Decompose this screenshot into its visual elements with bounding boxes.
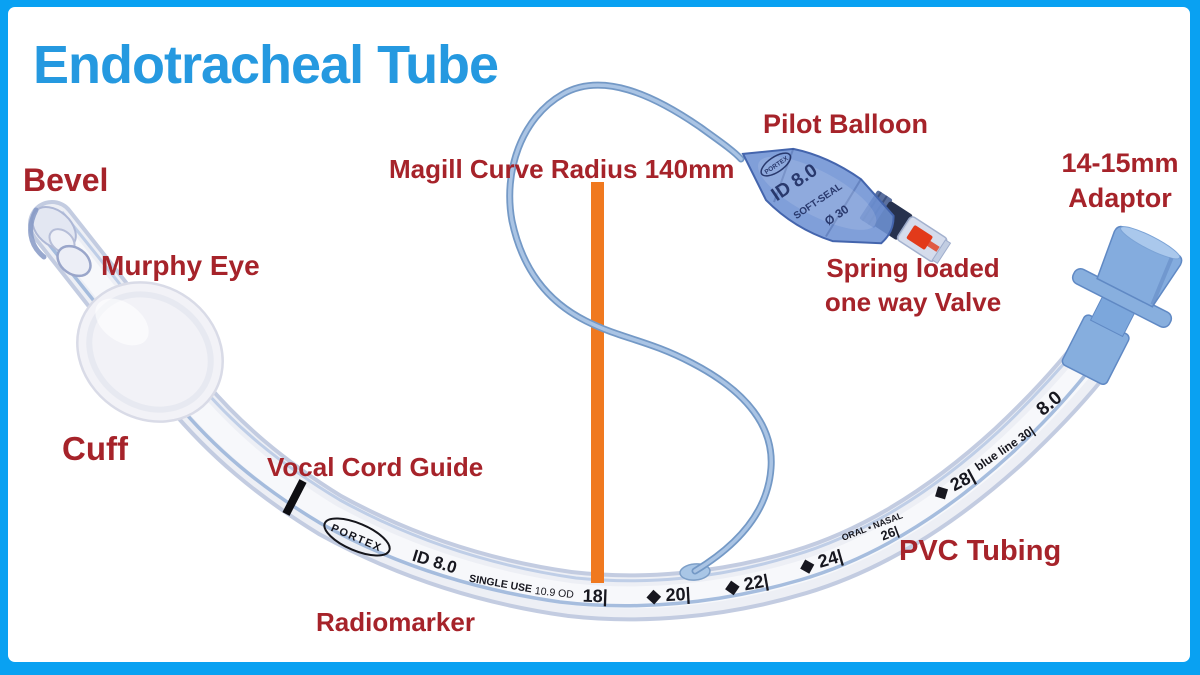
magill-radius-marker-line	[591, 182, 604, 583]
label-pilot-balloon: Pilot Balloon	[763, 109, 928, 139]
label-murphy-eye: Murphy Eye	[101, 250, 260, 281]
cuff-highlight	[95, 298, 149, 346]
adaptor-shading	[1150, 257, 1174, 306]
label-pvc-tubing: PVC Tubing	[899, 535, 1062, 567]
label-vocal-cord-guide: Vocal Cord Guide	[267, 452, 484, 482]
inflation-line-core	[508, 83, 773, 573]
inflation-line	[506, 81, 775, 575]
adaptor	[1061, 225, 1183, 386]
label-adaptor-line2: Adaptor	[1068, 183, 1172, 214]
vocal-cord-guide-band	[282, 479, 307, 516]
tube-tip	[28, 206, 92, 278]
label-spring-loaded-valve-line1: Spring loaded	[826, 253, 1000, 283]
marking-od: 10.9 OD	[534, 585, 575, 601]
adaptor-cup-rim	[1120, 226, 1181, 260]
bevel-rim	[28, 207, 47, 260]
label-cuff: Cuff	[62, 430, 128, 467]
marking-20: ◆ 20|	[645, 584, 691, 606]
label-spring-loaded-valve: Spring loaded one way Valve	[822, 252, 1004, 320]
marking-18: 18|	[582, 586, 608, 607]
pilot-balloon-sheen	[757, 156, 877, 230]
label-adaptor: 14-15mm Adaptor	[1050, 146, 1190, 216]
cuff-balloon	[76, 281, 224, 423]
valve-red-stem	[925, 239, 940, 252]
pilot-balloon-shape: PORTEX ID 8.0 SOFT-SEAL Ø 30	[741, 147, 895, 245]
murphy-eye-hole	[56, 244, 92, 278]
label-bevel: Bevel	[23, 162, 109, 198]
pilot-balloon-body	[741, 147, 895, 245]
valve-red-spring	[906, 225, 933, 250]
label-radiomarker: Radiomarker	[316, 607, 475, 637]
valve-tip-ring	[931, 239, 952, 264]
label-spring-loaded-valve-line2: one way Valve	[824, 286, 1002, 317]
label-adaptor-line1: 14-15mm	[1061, 148, 1179, 178]
marking-26: 26|	[879, 523, 901, 543]
page-title: Endotracheal Tube	[33, 35, 499, 95]
label-magill-curve-radius: Magill Curve Radius 140mm	[389, 154, 735, 184]
